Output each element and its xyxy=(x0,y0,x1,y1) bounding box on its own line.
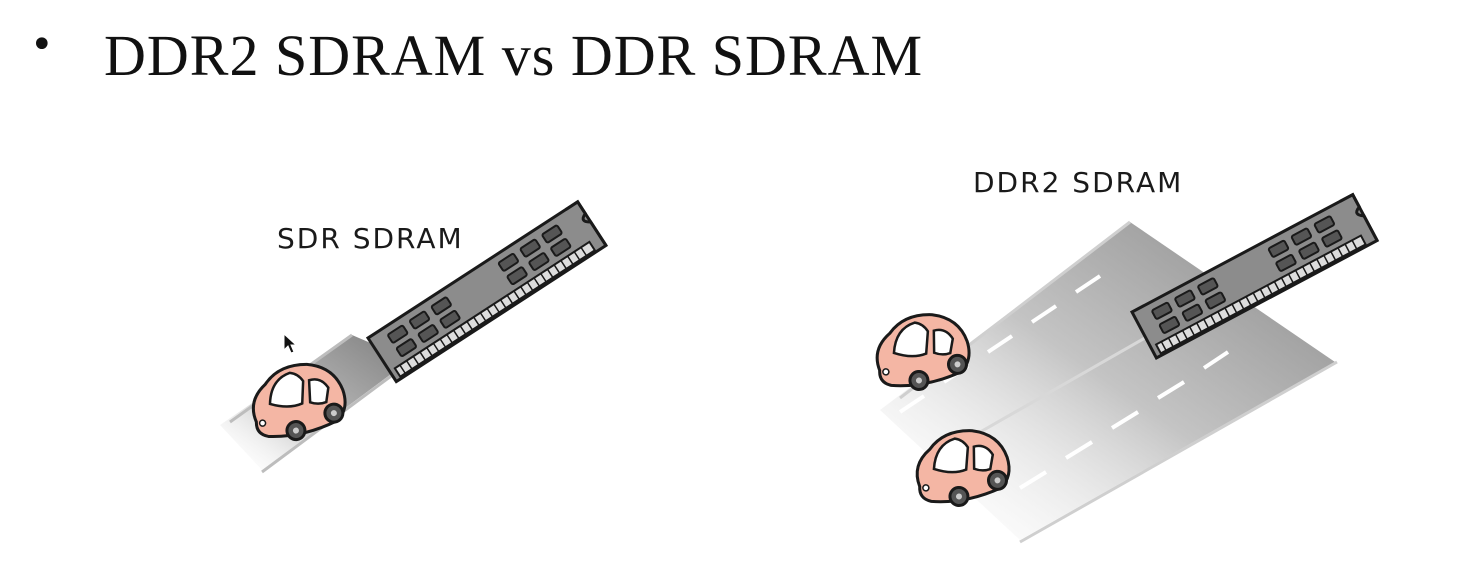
sdr-sdram-label: SDR SDRAM xyxy=(277,222,464,255)
bullet-point: • xyxy=(30,22,54,68)
mouse-cursor-icon xyxy=(283,333,298,354)
slide-title: DDR2 SDRAM vs DDR SDRAM xyxy=(104,23,924,88)
ddr2-sdram-label: DDR2 SDRAM xyxy=(973,166,1184,199)
